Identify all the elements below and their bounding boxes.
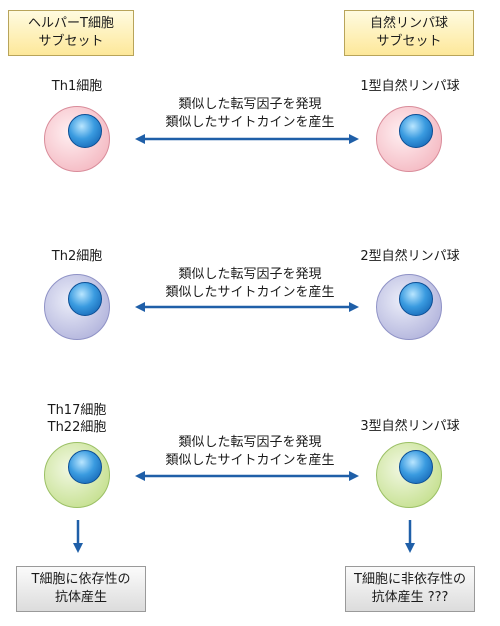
row3-text-line2: 類似したサイトカインを産生: [165, 453, 335, 468]
th2-label: Th2細胞: [12, 248, 142, 265]
helper-t-header-line2: サブセット: [38, 34, 104, 49]
th17-nucleus: [68, 450, 102, 484]
left-result-line2: 抗体産生: [54, 590, 107, 605]
th17-th22-label: Th17細胞 Th22細胞: [12, 402, 142, 436]
ilc2-label: 2型自然リンパ球: [360, 249, 460, 264]
th22-label-text: Th22細胞: [47, 420, 107, 435]
ilc2-nucleus: [399, 282, 433, 316]
th2-cell: [44, 274, 110, 340]
t-independent-antibody-box: T細胞に非依存性の 抗体産生 ???: [345, 566, 475, 612]
th17-label-text: Th17細胞: [47, 403, 107, 418]
right-result-line2: 抗体産生 ???: [371, 590, 449, 605]
ilc3-nucleus: [399, 450, 433, 484]
left-result-line1: T細胞に依存性の: [31, 572, 131, 587]
th17-cell: [44, 442, 110, 508]
t-dependent-antibody-box: T細胞に依存性の 抗体産生: [16, 566, 146, 612]
row1-text-line2: 類似したサイトカインを産生: [165, 115, 335, 130]
ilc-header-line1: 自然リンパ球: [369, 16, 448, 31]
row3-text-line1: 類似した転写因子を発現: [178, 435, 322, 450]
ilc3-label: 3型自然リンパ球: [360, 419, 460, 434]
th1-label-text: Th1細胞: [51, 79, 103, 94]
ilc3-cell: [376, 442, 442, 508]
row2-arrow-text: 類似した転写因子を発現 類似したサイトカインを産生: [140, 266, 360, 302]
ilc1-label: 1型自然リンパ球: [360, 79, 460, 94]
ilc2-cell: [376, 274, 442, 340]
row1-arrow-text: 類似した転写因子を発現 類似したサイトカインを産生: [140, 96, 360, 132]
helper-t-header-line1: ヘルパーT細胞: [28, 16, 114, 31]
right-result-line1: T細胞に非依存性の: [354, 572, 466, 587]
helper-t-subset-header: ヘルパーT細胞 サブセット: [8, 10, 134, 56]
ilc1-nucleus: [399, 114, 433, 148]
row3-arrow-text: 類似した転写因子を発現 類似したサイトカインを産生: [140, 434, 360, 470]
th1-cell: [44, 106, 110, 172]
row2-text-line2: 類似したサイトカインを産生: [165, 285, 335, 300]
th2-nucleus: [68, 282, 102, 316]
th1-label: Th1細胞: [12, 78, 142, 95]
ilc1-cell: [376, 106, 442, 172]
ilc-header-line2: サブセット: [376, 34, 442, 49]
th1-nucleus: [68, 114, 102, 148]
row1-text-line1: 類似した転写因子を発現: [178, 97, 322, 112]
ilc-subset-header: 自然リンパ球 サブセット: [344, 10, 474, 56]
th2-label-text: Th2細胞: [51, 249, 103, 264]
row2-text-line1: 類似した転写因子を発現: [178, 267, 322, 282]
